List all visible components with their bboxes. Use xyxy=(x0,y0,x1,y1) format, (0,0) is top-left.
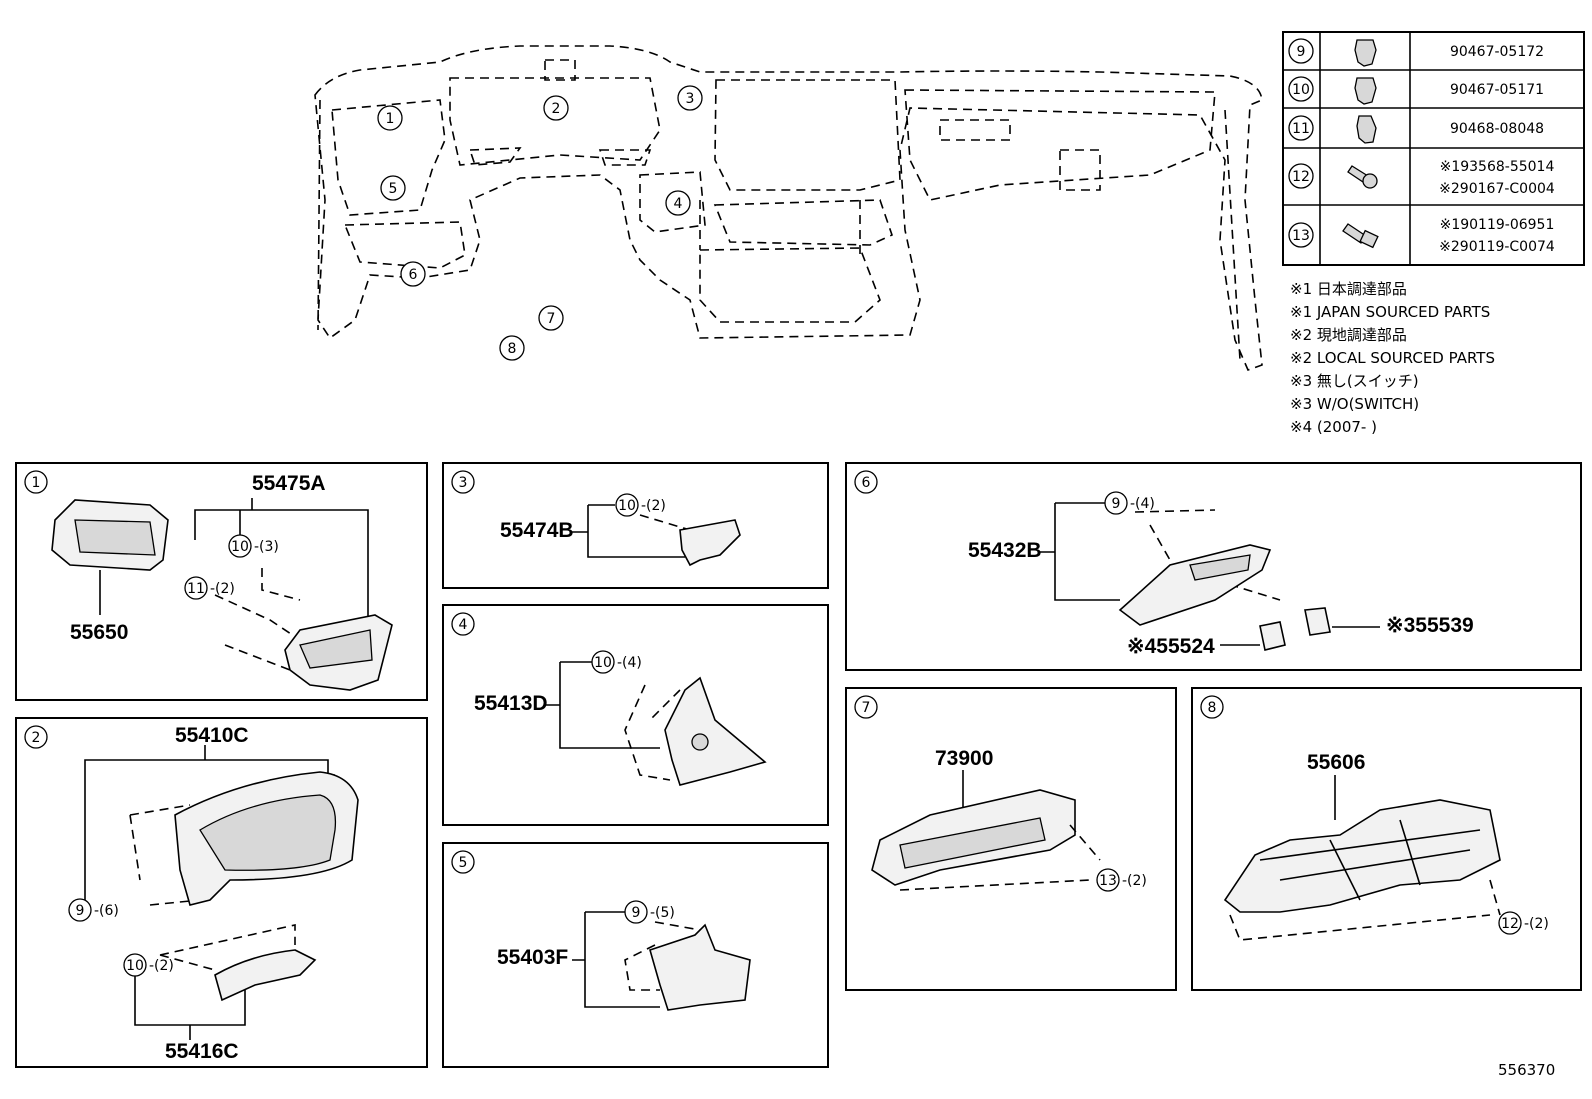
overview-callout-2: 2 xyxy=(552,101,561,117)
overview-callout-7: 7 xyxy=(547,311,556,327)
part-number: 55650 xyxy=(70,621,128,644)
part-number: 55410C xyxy=(175,724,249,747)
table-ref: 12 xyxy=(1292,169,1310,185)
fastener-qty: -(6) xyxy=(94,903,119,919)
fastener-qty: -(2) xyxy=(1122,873,1147,889)
part-number: 55475A xyxy=(252,472,326,495)
fastener-callout: 10 xyxy=(126,958,144,974)
table-part-alt: ※290167-C0004 xyxy=(1439,181,1555,197)
note: ※3 W/O(SWITCH) xyxy=(1290,395,1419,413)
panel-number: 3 xyxy=(459,475,468,491)
fastener-callout: 9 xyxy=(1112,496,1121,512)
panel-7: 7 73900 13 -(2) xyxy=(845,687,1177,991)
panel-number: 7 xyxy=(862,700,871,716)
footnotes: ※1 日本調達部品 ※1 JAPAN SOURCED PARTS ※2 現地調達… xyxy=(1290,280,1495,436)
table-part: 90467-05171 xyxy=(1450,82,1544,98)
fastener-qty: -(4) xyxy=(1130,496,1155,512)
fastener-qty: -(2) xyxy=(149,958,174,974)
fastener-callout: 10 xyxy=(594,655,612,671)
panel-number: 5 xyxy=(459,855,468,871)
table-part-alt: ※290119-C0074 xyxy=(1439,239,1555,255)
table-ref: 9 xyxy=(1297,44,1306,60)
fastener-callout: 11 xyxy=(187,581,205,597)
fastener-qty: -(4) xyxy=(617,655,642,671)
panel-number: 4 xyxy=(459,617,468,633)
fastener-qty: -(2) xyxy=(1524,916,1549,932)
fastener-table: 9 10 11 12 13 90467-05172 90467-05171 90… xyxy=(1282,31,1585,266)
note: ※1 JAPAN SOURCED PARTS xyxy=(1290,303,1490,321)
fastener-qty: -(2) xyxy=(210,581,235,597)
bolt-icon xyxy=(1342,223,1379,249)
part-number: 55413D xyxy=(474,692,548,715)
table-part: 90467-05172 xyxy=(1450,44,1544,60)
part-number: 55474B xyxy=(500,519,574,542)
part-number: ※455524 xyxy=(1127,635,1215,658)
table-part: ※190119-06951 xyxy=(1440,217,1555,233)
panel-number: 8 xyxy=(1208,700,1217,716)
overview-callout-5: 5 xyxy=(389,181,398,197)
fastener-callout: 9 xyxy=(76,903,85,919)
panel-3: 3 55474B 10 -(2) xyxy=(442,462,829,589)
panel-number: 6 xyxy=(862,475,871,491)
note: ※3 無し(スイッチ) xyxy=(1290,372,1419,390)
note: ※2 LOCAL SOURCED PARTS xyxy=(1290,349,1495,367)
overview-callout-6: 6 xyxy=(409,267,418,283)
table-part: ※193568-55014 xyxy=(1440,159,1555,175)
fastener-callout: 10 xyxy=(231,539,249,555)
overview-callout-3: 3 xyxy=(686,91,695,107)
fastener-qty: -(2) xyxy=(641,498,666,514)
fastener-callout: 13 xyxy=(1099,873,1117,889)
overview-callouts: 1 2 3 4 5 6 7 8 xyxy=(377,85,703,361)
note: ※2 現地調達部品 xyxy=(1290,326,1407,344)
panel-number: 1 xyxy=(32,475,41,491)
part-number: 55416C xyxy=(165,1040,239,1063)
panel-5: 5 55403F 9 -(5) xyxy=(442,842,829,1068)
part-number: 73900 xyxy=(935,747,993,770)
clip-icon xyxy=(1356,115,1377,144)
table-ref: 10 xyxy=(1292,82,1310,98)
bolt-icon xyxy=(1347,165,1378,189)
panel-2: 2 55410C 55416C 9 -(6) 10 -(2) xyxy=(15,717,428,1068)
clip-icon xyxy=(1354,39,1377,67)
table-part: 90468-08048 xyxy=(1450,121,1544,137)
part-number: 55403F xyxy=(497,946,568,969)
overview-callout-1: 1 xyxy=(386,111,395,127)
panel-number: 2 xyxy=(32,730,41,746)
panel-8: 8 55606 12 -(2) xyxy=(1191,687,1582,991)
note: ※4 (2007- ) xyxy=(1290,418,1377,436)
fastener-callout: 12 xyxy=(1501,916,1519,932)
part-number: 55606 xyxy=(1307,751,1365,774)
overview-callout-4: 4 xyxy=(674,196,683,212)
part-number: ※355539 xyxy=(1386,614,1474,637)
table-ref: 11 xyxy=(1292,121,1310,137)
illustration-id: 556370 xyxy=(1498,1061,1555,1079)
panel-1: 1 55475A 55650 10 -(3) 11 -(2) xyxy=(15,462,428,701)
dashboard-overview xyxy=(314,45,1263,372)
fastener-qty: -(5) xyxy=(650,905,675,921)
fastener-qty: -(3) xyxy=(254,539,279,555)
note: ※1 日本調達部品 xyxy=(1290,280,1407,298)
overview-callout-8: 8 xyxy=(508,341,517,357)
panel-6: 6 55432B ※455524 ※355539 9 -(4) xyxy=(845,462,1582,671)
fastener-callout: 9 xyxy=(632,905,641,921)
fastener-callout: 10 xyxy=(618,498,636,514)
clip-icon xyxy=(1354,77,1377,105)
panel-4: 4 55413D 10 -(4) xyxy=(442,604,829,826)
table-ref: 13 xyxy=(1292,228,1310,244)
part-number: 55432B xyxy=(968,539,1042,562)
